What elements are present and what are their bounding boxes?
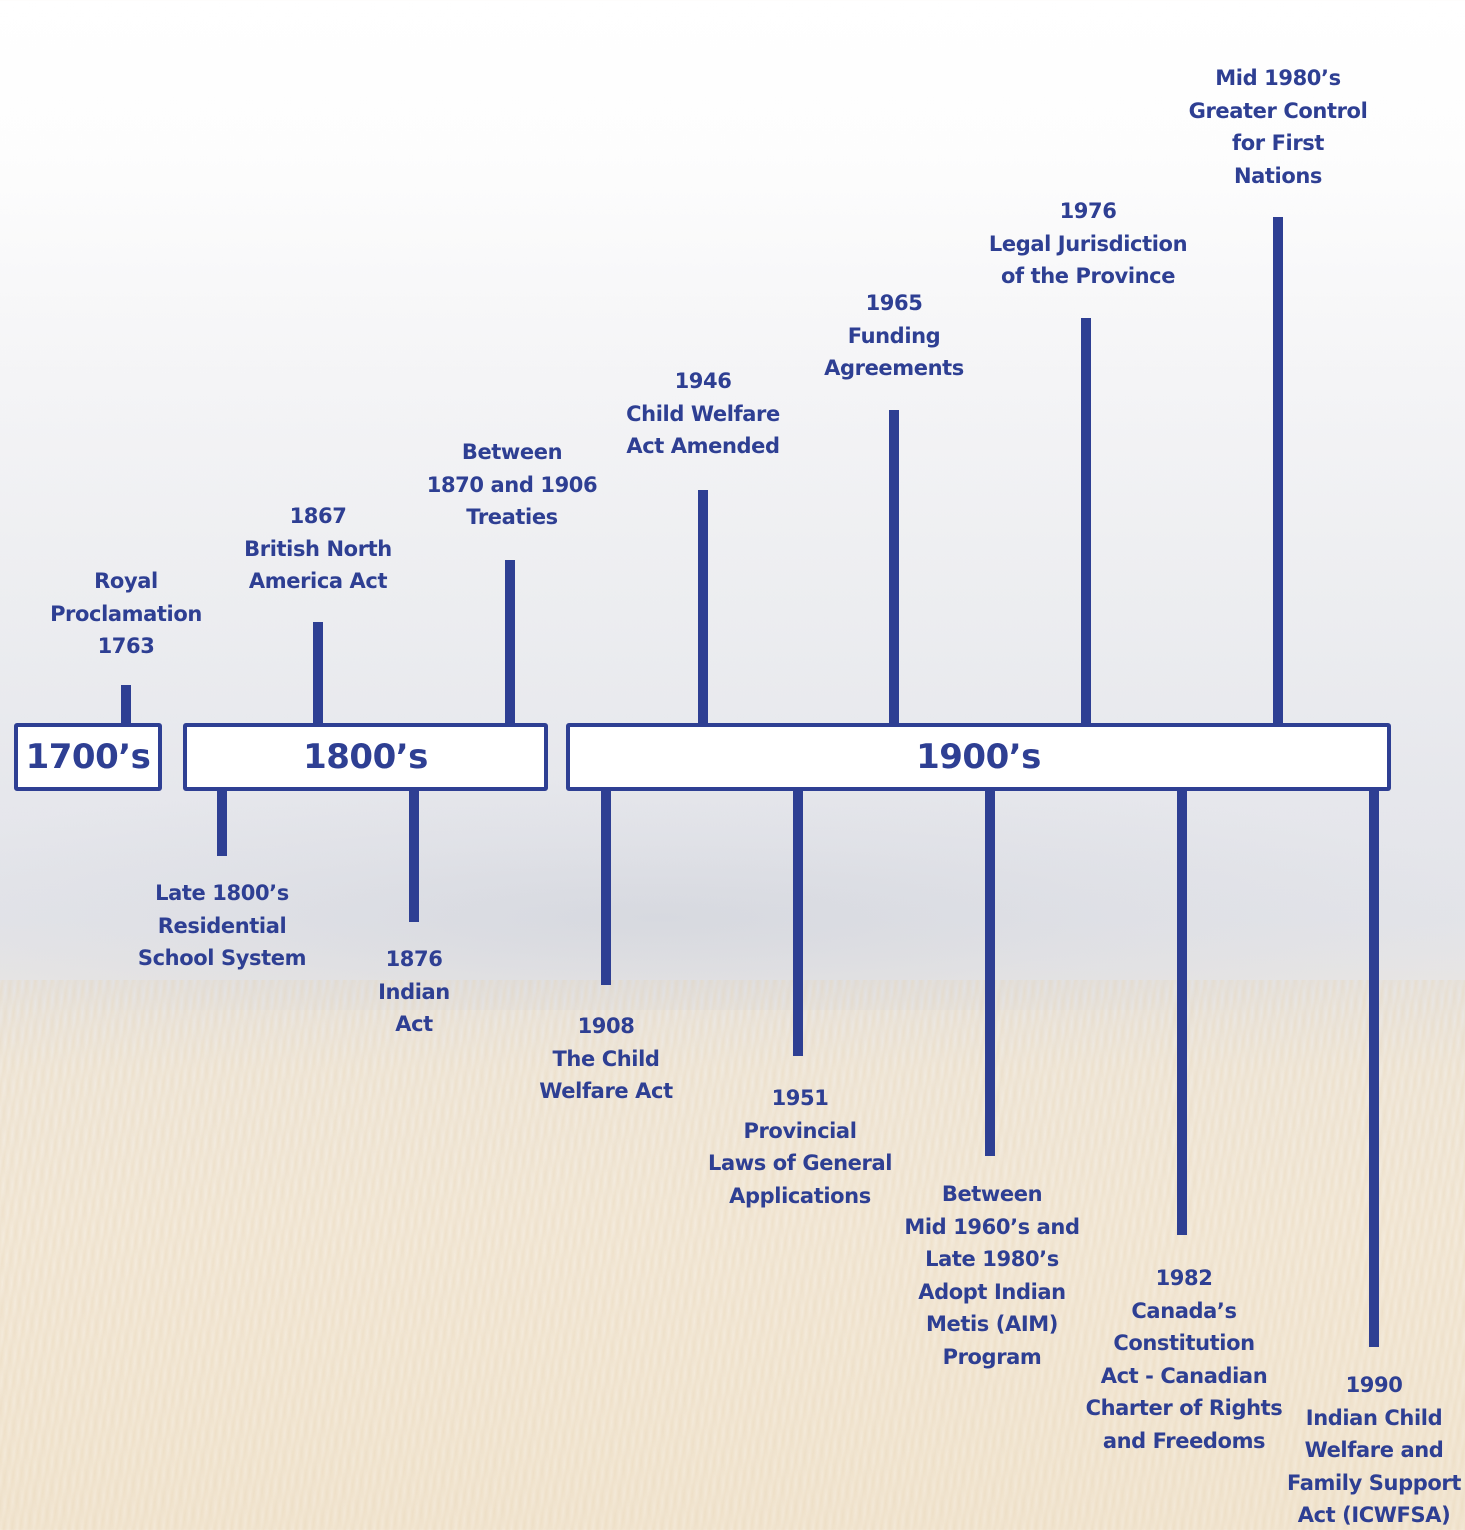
event-stem-child-welfare-act (601, 789, 611, 985)
event-label-constitution-act: 1982 Canada’s Constitution Act - Canadia… (1085, 1266, 1283, 1453)
event-stem-constitution-act (1177, 789, 1187, 1235)
event-label-residential-school: Late 1800’s Residential School System (137, 881, 307, 970)
event-label-aim-program: Between Mid 1960’s and Late 1980’s Adopt… (904, 1182, 1080, 1369)
wheat-field-background (0, 980, 1465, 1530)
event-label-bna-act: 1867 British North America Act (244, 504, 392, 593)
event-label-child-welfare-act: 1908 The Child Welfare Act (539, 1014, 673, 1103)
event-label-treaties: Between 1870 and 1906 Treaties (426, 440, 598, 529)
event-stem-residential-school (217, 789, 227, 856)
event-label-funding-agreements: 1965 Funding Agreements (824, 291, 964, 380)
event-label-legal-jurisdiction: 1976 Legal Jurisdiction of the Province (988, 199, 1188, 288)
event-stem-child-welfare-amended (698, 490, 708, 725)
event-label-indian-act: 1876 Indian Act (378, 947, 450, 1036)
event-stem-funding-agreements (889, 410, 899, 725)
tree-line-haze (0, 780, 1465, 1010)
event-stem-icwfsa (1369, 789, 1379, 1347)
era-box-1700s: 1700’s (14, 723, 162, 791)
event-stem-royal-proclamation (121, 685, 131, 725)
event-label-child-welfare-amended: 1946 Child Welfare Act Amended (626, 369, 780, 458)
era-box-1800s: 1800’s (183, 723, 548, 791)
era-box-1900s: 1900’s (566, 723, 1391, 791)
event-stem-bna-act (313, 622, 323, 725)
event-label-icwfsa: 1990 Indian Child Welfare and Family Sup… (1287, 1373, 1461, 1527)
event-label-greater-control: Mid 1980’s Greater Control for First Nat… (1188, 66, 1368, 188)
event-stem-aim-program (985, 789, 995, 1156)
event-label-royal-proclamation: Royal Proclamation 1763 (50, 569, 202, 658)
event-stem-treaties (505, 560, 515, 725)
event-stem-provincial-laws (793, 789, 803, 1056)
event-label-provincial-laws: 1951 Provincial Laws of General Applicat… (707, 1086, 893, 1208)
event-stem-legal-jurisdiction (1081, 318, 1091, 725)
event-stem-indian-act (409, 789, 419, 922)
event-stem-greater-control (1273, 217, 1283, 725)
